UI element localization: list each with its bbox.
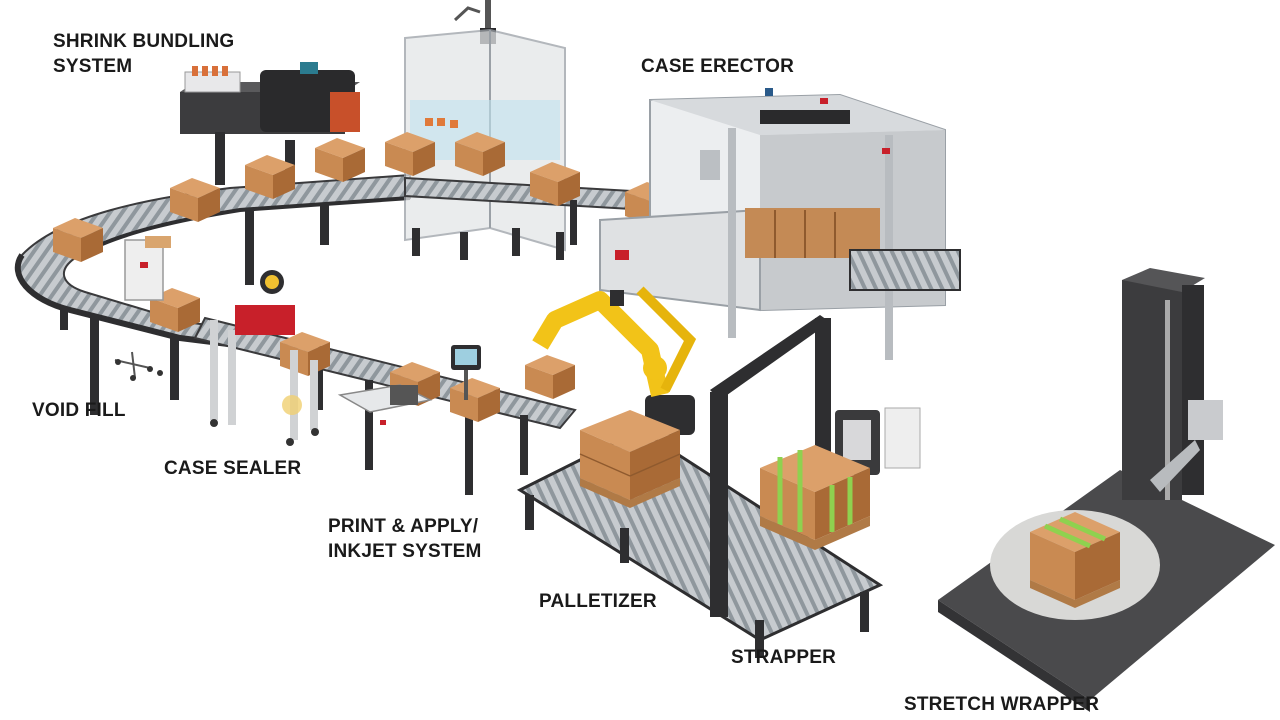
label-shrink-bundling-line1: SHRINK BUNDLING [53,31,235,52]
label-stretch-wrapper: STRETCH WRAPPER [904,694,1100,715]
stretch-wrapper [938,268,1275,712]
label-print-apply: PRINT & APPLY/ INKJET SYSTEM [328,514,482,564]
palletizer [516,286,884,658]
case-erector [599,88,961,360]
label-print-apply-line2: INKJET SYSTEM [328,541,482,562]
label-strapper: STRAPPER [731,647,837,668]
label-shrink-bundling: SHRINK BUNDLING SYSTEM [53,29,234,79]
print-apply-system [337,345,481,425]
label-case-erector: CASE ERECTOR [641,56,795,77]
case-sealer [210,270,319,446]
infeed-conveyor [14,130,411,415]
outfeed-conveyor [193,316,577,495]
label-void-fill: VOID FILL [32,400,126,421]
label-case-sealer: CASE SEALER [164,458,302,479]
pallet-stack [579,410,681,508]
label-shrink-bundling-line2: SYSTEM [53,56,133,77]
guarded-cell [385,0,566,260]
shrink-bundler [180,62,360,172]
label-print-apply-line1: PRINT & APPLY/ [328,516,479,537]
label-palletizer: PALLETIZER [539,591,657,612]
void-fill-machine [114,236,171,381]
strapper [710,315,921,617]
